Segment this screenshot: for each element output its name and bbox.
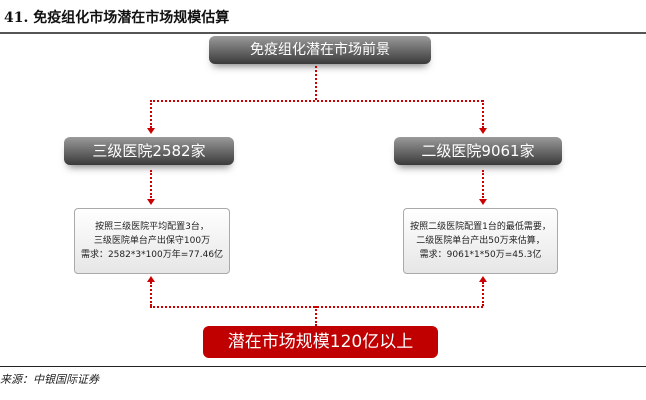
- connector: [315, 66, 317, 100]
- arrow-down-icon: [147, 199, 155, 205]
- connector: [315, 306, 317, 326]
- connector: [150, 282, 152, 306]
- arrow-up-icon: [479, 276, 487, 282]
- arrow-down-icon: [479, 128, 487, 134]
- arrow-down-icon: [479, 199, 487, 205]
- top-rule: [0, 32, 646, 34]
- left-header-box: 三级医院2582家: [64, 137, 234, 165]
- connector: [482, 282, 484, 306]
- connector: [150, 170, 152, 198]
- connector: [150, 100, 152, 128]
- right-header-box: 二级医院9061家: [394, 137, 562, 165]
- detail-line: 三级医院单台产出保守100万: [93, 236, 211, 246]
- top-box: 免疫组化潜在市场前景: [209, 36, 431, 64]
- connector: [482, 100, 484, 128]
- figure-title: 41. 免疫组化市场潜在市场规模估算: [4, 10, 230, 26]
- detail-line: 按照三级医院平均配置3台，: [95, 222, 209, 232]
- left-detail-box: 按照三级医院平均配置3台， 三级医院单台产出保守100万 需求：2582*3*1…: [74, 208, 230, 274]
- connector: [482, 170, 484, 198]
- arrow-down-icon: [147, 128, 155, 134]
- connector: [150, 100, 483, 102]
- detail-line: 需求：9061*1*50万=45.3亿: [419, 250, 542, 260]
- bottom-rule: [0, 366, 646, 367]
- source-note: 来源：中银国际证券: [0, 373, 99, 386]
- arrow-up-icon: [147, 276, 155, 282]
- detail-line: 按照二级医院配置1台的最低需要，: [410, 222, 551, 232]
- right-detail-box: 按照二级医院配置1台的最低需要， 二级医院单台产出50万来估算， 需求：9061…: [403, 208, 558, 274]
- bottom-box: 潜在市场规模120亿以上: [203, 326, 438, 358]
- detail-line: 二级医院单台产出50万来估算，: [416, 236, 545, 246]
- detail-line: 需求：2582*3*100万年=77.46亿: [80, 250, 224, 260]
